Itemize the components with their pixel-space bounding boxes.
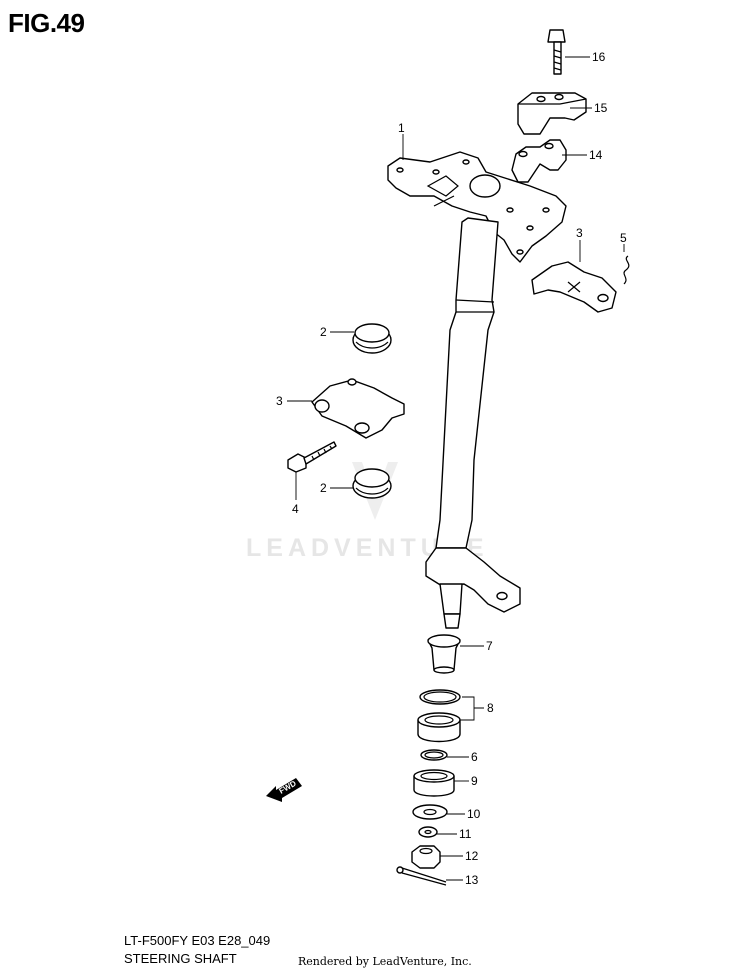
part-2-bushing-upper <box>352 323 392 354</box>
part-14-lower-clamp <box>511 139 567 183</box>
callout-2-upper: 2 <box>320 325 327 339</box>
callout-4: 4 <box>292 502 299 516</box>
part-3-holder-right <box>531 261 617 313</box>
callout-5: 5 <box>620 231 627 245</box>
leader-lines <box>287 56 625 881</box>
callout-3-lower: 3 <box>276 394 283 408</box>
callout-11: 11 <box>459 827 472 841</box>
part-7-bushing <box>427 634 461 674</box>
part-13-cotter-pin <box>396 866 447 886</box>
callout-13: 13 <box>465 873 479 887</box>
diagram-subtitle: STEERING SHAFT <box>124 951 237 966</box>
part-16-bolt <box>547 29 566 75</box>
exploded-parts-diagram: LEADVENTURE <box>246 29 630 887</box>
callout-2-lower: 2 <box>320 481 327 495</box>
part-12-nut <box>411 845 441 869</box>
callout-6: 6 <box>471 750 478 764</box>
part-3-holder-left <box>311 378 405 439</box>
part-4-bolt <box>287 441 337 473</box>
callout-8: 8 <box>487 701 494 715</box>
callout-16: 16 <box>592 50 606 64</box>
callout-12: 12 <box>465 849 479 863</box>
part-2-bushing-lower <box>352 468 392 499</box>
model-code: LT-F500FY E03 E28_049 <box>124 933 271 948</box>
part-15-upper-clamp <box>517 92 587 135</box>
callout-1: 1 <box>398 121 405 135</box>
part-10-washer <box>412 804 448 820</box>
part-9-seal <box>413 769 455 797</box>
callout-3-upper: 3 <box>576 226 583 240</box>
callout-15: 15 <box>594 101 608 115</box>
callout-14: 14 <box>589 148 603 162</box>
fwd-arrow-icon: FWD <box>266 778 302 802</box>
part-6-o-ring <box>420 749 448 761</box>
rendered-by-credit: Rendered by LeadVenture, Inc. <box>298 955 472 968</box>
callout-numbers: 16 15 1 14 3 5 2 3 2 4 7 8 6 9 10 11 12 … <box>276 50 627 887</box>
part-11-washer <box>418 826 438 838</box>
callout-7: 7 <box>486 639 493 653</box>
part-1-steering-shaft <box>387 151 567 629</box>
part-8-ring-set <box>417 689 461 743</box>
callout-10: 10 <box>467 807 481 821</box>
callout-9: 9 <box>471 774 478 788</box>
part-5-cotter-pin <box>623 255 630 285</box>
figure-title: FIG.49 <box>8 8 85 38</box>
